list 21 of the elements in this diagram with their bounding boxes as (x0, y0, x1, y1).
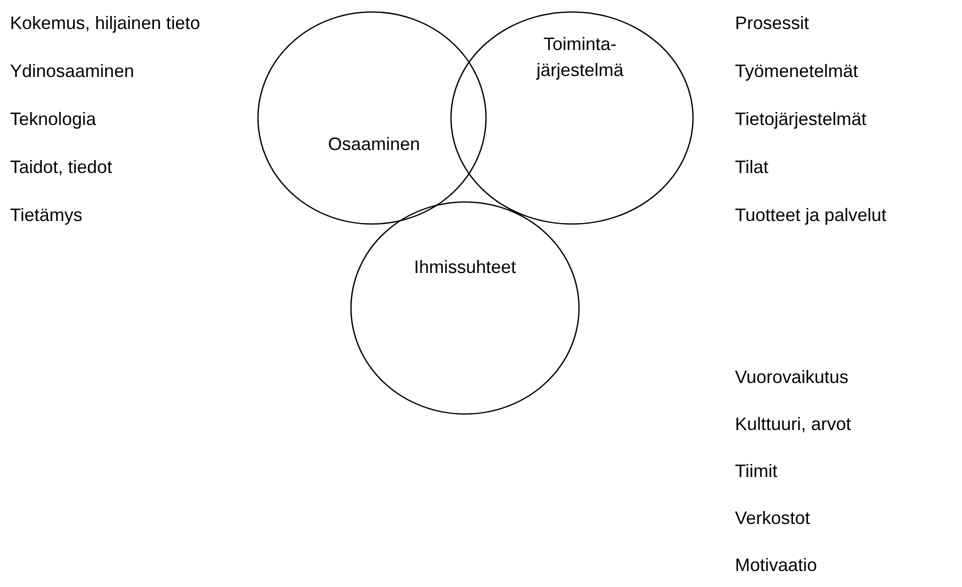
list-item-text: Prosessit (735, 12, 810, 34)
circle-label: Toiminta- järjestelmä (535, 33, 625, 82)
list-item-text: Tuotteet ja palvelut (735, 204, 886, 226)
venn-circle (450, 11, 694, 225)
list-item-text: Tietämys (10, 204, 82, 226)
list-item-text: Teknologia (10, 108, 96, 130)
list-item-text: Kokemus, hiljainen tieto (10, 12, 200, 34)
list-item-text: Työmenetelmät (735, 60, 858, 82)
list-item-text: Verkostot (735, 507, 810, 529)
venn-circle (350, 201, 580, 415)
list-item-text: Tilat (735, 156, 768, 178)
list-item-text: Tiimit (735, 460, 778, 482)
list-item-text: Motivaatio (735, 554, 818, 576)
list-item-text: Vuorovaikutus (735, 366, 848, 388)
list-item-text: Ydinosaaminen (10, 60, 134, 82)
list-item-text: Tietojärjestelmät (735, 108, 866, 130)
circle-label: Ihmissuhteet (412, 256, 518, 279)
list-item-text: Taidot, tiedot (10, 156, 112, 178)
venn-circle (257, 11, 487, 225)
list-item-text: Kulttuuri, arvot (735, 413, 852, 435)
circle-label: Osaaminen (326, 133, 422, 156)
